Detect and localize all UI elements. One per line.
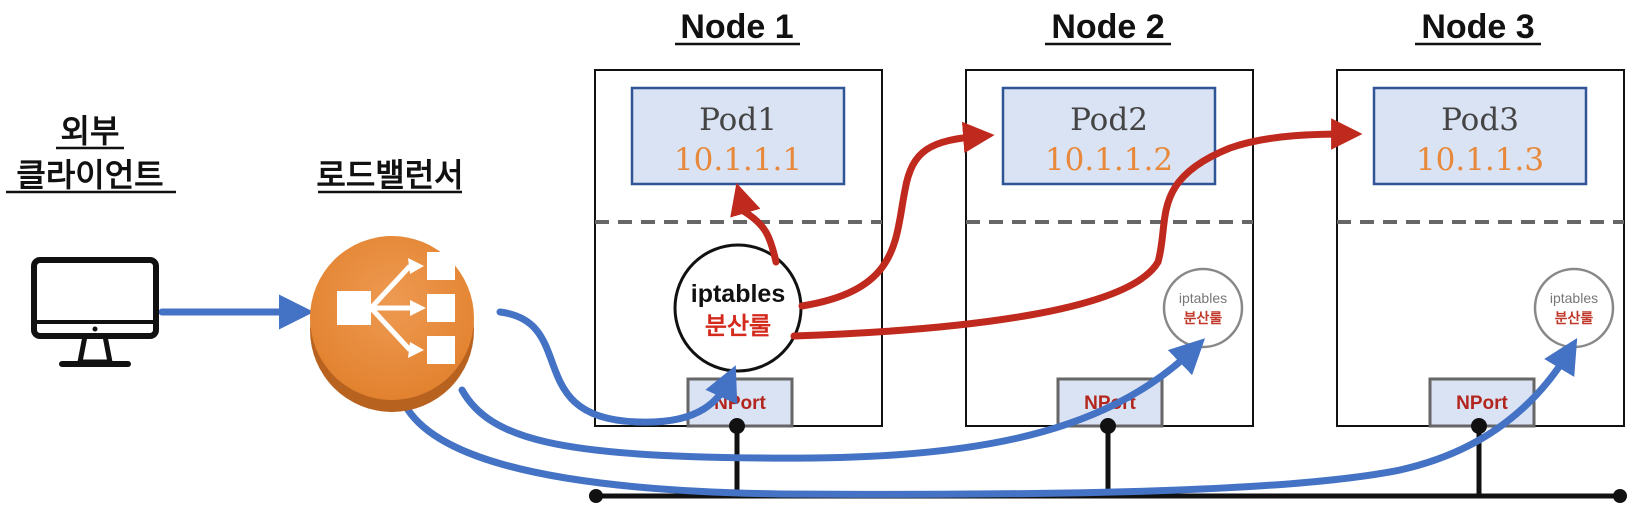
route-arrow-pod2 (798, 121, 995, 310)
pod-3-name: Pod3 (1441, 102, 1519, 138)
monitor-icon (31, 257, 159, 367)
route-arrow-pod3 (790, 118, 1363, 340)
lb-to-node2-arrow (458, 338, 1206, 462)
nport-3-label: NPort (1456, 393, 1508, 414)
pod-1-name: Pod1 (699, 102, 777, 138)
iptables-1-label: iptables (691, 280, 785, 308)
node-1-title: Node 1 (680, 8, 793, 46)
node-3-title: Node 3 (1421, 8, 1534, 46)
node-2-title: Node 2 (1051, 8, 1164, 46)
client-label-line1: 외부 (61, 113, 120, 149)
nport-1: NPort (686, 377, 794, 428)
pod-2: Pod2 10.1.1.2 (1001, 86, 1217, 186)
lb-to-node3-arrow (401, 337, 1578, 498)
pod-1: Pod1 10.1.1.1 (630, 86, 846, 186)
iptables-3-rule: 분산룰 (1555, 310, 1594, 327)
load-balancer-label: 로드밸런서 (316, 157, 464, 194)
load-balancer-title: 로드밸런서 (316, 157, 463, 193)
lb-to-node1-arrow (496, 308, 738, 426)
pod-2-name: Pod2 (1070, 102, 1148, 138)
route-arrow-pod1 (730, 182, 780, 266)
red-routing-arrows (730, 118, 1363, 340)
iptables-3: iptables 분산룰 (1533, 267, 1615, 349)
pod-2-ip: 10.1.1.2 (1045, 142, 1173, 178)
pod-1-ip: 10.1.1.1 (674, 142, 802, 178)
pod-3-ip: 10.1.1.3 (1416, 142, 1544, 178)
load-balancer-icon (310, 236, 474, 412)
iptables-3-label: iptables (1550, 290, 1598, 306)
iptables-1-rule: 분산룰 (705, 312, 771, 340)
pod-3: Pod3 10.1.1.3 (1372, 86, 1588, 186)
client-label: 외부 클라이언트 (6, 113, 176, 194)
iptables-2-rule: 분산룰 (1184, 310, 1223, 327)
iptables-1: iptables 분산룰 (673, 243, 803, 373)
iptables-2-label: iptables (1179, 290, 1227, 306)
client-label-line2: 클라이언트 (16, 157, 163, 193)
iptables-2: iptables 분산룰 (1162, 267, 1244, 349)
blue-traffic-arrows (158, 294, 1578, 498)
